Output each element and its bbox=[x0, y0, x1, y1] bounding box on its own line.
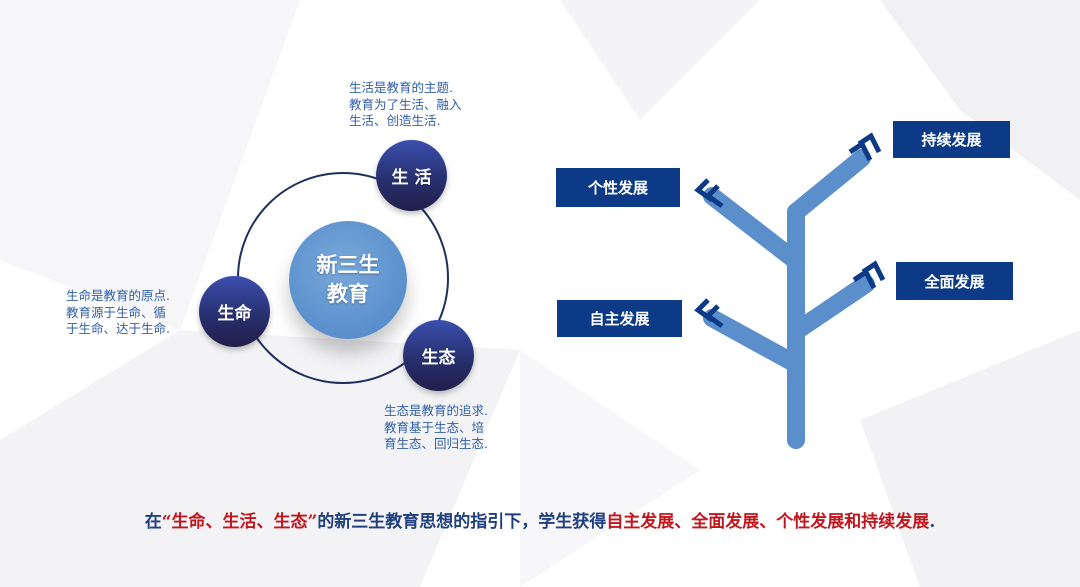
life-living-description: 生活是教育的主题. 教育为了生活、融入 生活、创造生活. bbox=[349, 80, 462, 128]
label-sustainable-development: 持续发展 bbox=[893, 121, 1010, 158]
center-title-line1: 新三生 bbox=[316, 253, 380, 277]
label-autonomous-development: 自主发展 bbox=[557, 300, 682, 337]
node-ecology: 生态 bbox=[403, 320, 474, 391]
center-title-line2: 教育 bbox=[327, 282, 369, 306]
branch-sustainable bbox=[787, 149, 871, 221]
node-life-living: 生 活 bbox=[376, 140, 447, 211]
arrow-chevron-icon bbox=[848, 132, 882, 162]
branch-personality bbox=[703, 187, 801, 267]
branch-autonomous bbox=[703, 309, 801, 371]
branch-comprehensive bbox=[789, 275, 875, 339]
center-circle: 新三生 教育 bbox=[289, 221, 407, 339]
arrow-chevron-icon bbox=[852, 260, 886, 290]
ecology-description: 生态是教育的追求. 教育基于生态、培 育生态、回归生态. bbox=[384, 403, 488, 451]
life-being-description: 生命是教育的原点. 教育源于生命、循 于生命、达于生命. bbox=[66, 288, 170, 336]
label-comprehensive-development: 全面发展 bbox=[896, 262, 1013, 300]
label-personality-development: 个性发展 bbox=[556, 168, 680, 207]
arrow-chevron-icon bbox=[694, 298, 724, 329]
node-life-being: 生命 bbox=[199, 276, 270, 347]
summary-caption: 在“生命、生活、生态”的新三生教育思想的指引下，学生获得自主发展、全面发展、个性… bbox=[144, 512, 936, 532]
arrow-chevron-icon bbox=[694, 178, 724, 209]
